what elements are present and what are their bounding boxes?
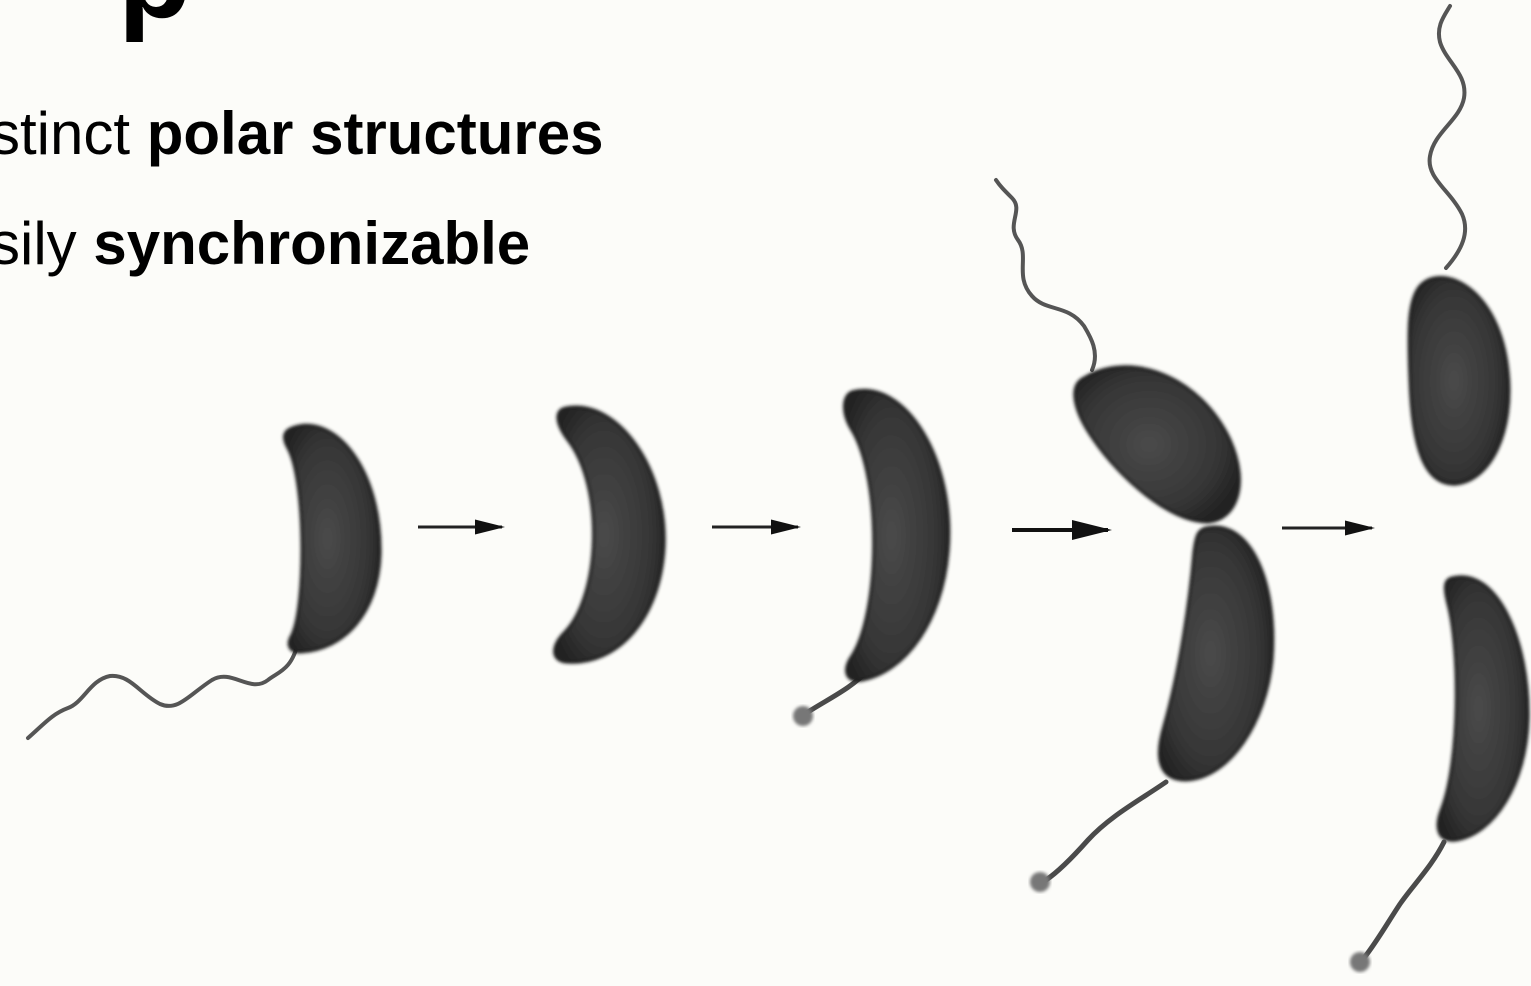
holdfast-5 [1350,952,1370,972]
daughter-cells-stage [1350,6,1528,972]
cell-body-2 [555,407,665,662]
cell-body-4b [1159,527,1272,780]
holdfast-3 [793,706,813,726]
holdfast-4 [1030,872,1050,892]
predivisional-cell-stage [996,180,1273,892]
cell-body-5-bottom [1438,577,1528,840]
swarmer-cell-stage [28,425,380,738]
flagellum-4 [996,180,1095,370]
cell-body-5-top [1409,277,1509,484]
stalked-cell-stage [793,390,949,726]
cell-body-3 [845,390,949,680]
stalk-4 [1046,782,1166,880]
cell-body-1 [285,425,381,652]
stalk-5 [1364,842,1444,958]
non-motile-cell-stage [555,407,665,662]
flagellum-1 [28,642,298,738]
flagellum-5 [1430,6,1466,268]
cell-body-4a [1075,367,1240,522]
